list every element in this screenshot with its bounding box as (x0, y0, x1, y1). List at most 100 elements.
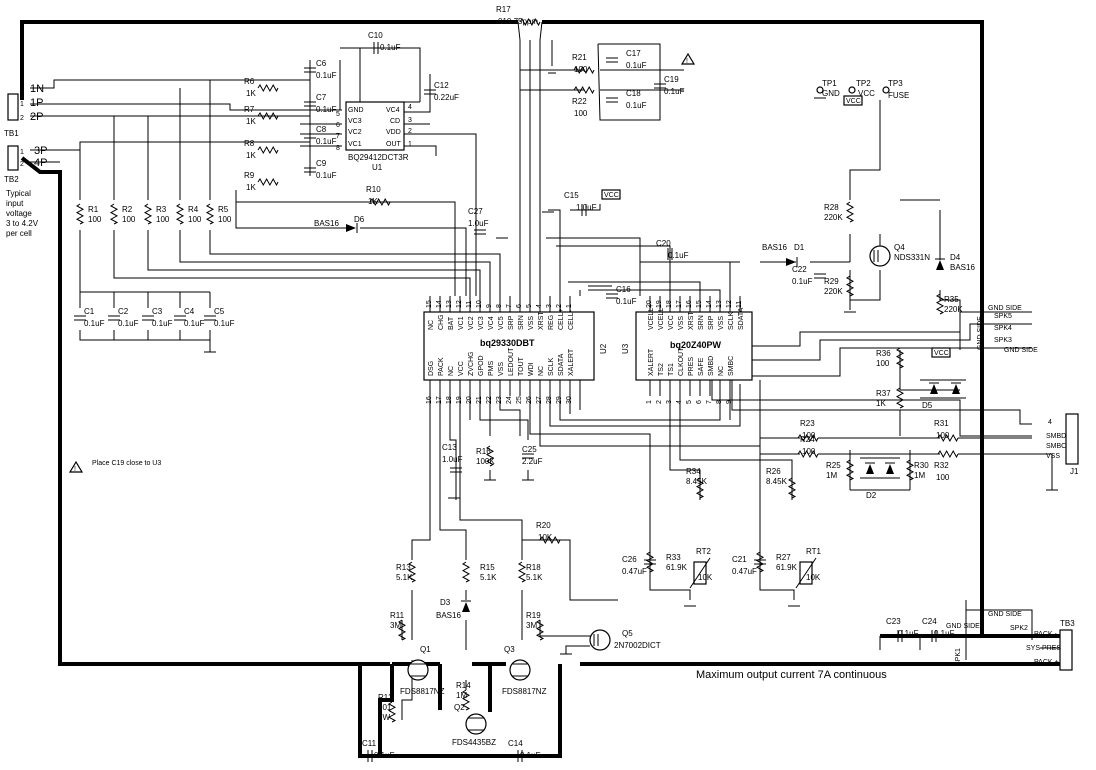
svg-text:1: 1 (20, 149, 24, 156)
diode-d6: BAS16 D6 (314, 215, 365, 233)
resistor-r2-value: 100 (122, 215, 136, 224)
u2top-num-2: 13 (446, 300, 453, 308)
svg-text:SPK3: SPK3 (994, 337, 1012, 344)
resistor-r37-value: 1K (876, 399, 886, 408)
capacitor-c24-value: 0.1uF (934, 629, 955, 638)
svg-text:8: 8 (336, 145, 340, 152)
resistor-r10-value: 1K (368, 197, 378, 206)
u3bot-num-7: 8 (716, 400, 723, 404)
resistor-r34-ref: R34 (686, 467, 701, 476)
u2top-label-6: VC4 (488, 316, 495, 330)
svg-text:VSS: VSS (1046, 453, 1060, 460)
tb1-pin-2p: 2P (30, 111, 43, 123)
svg-text:VCC: VCC (846, 98, 861, 105)
svg-text:CD: CD (390, 118, 400, 125)
svg-text:RT2: RT2 (696, 547, 712, 556)
resistor-r4-ref: R4 (188, 205, 199, 214)
resistor-r26-ref: R26 (766, 467, 781, 476)
svg-text:VCC: VCC (604, 192, 619, 199)
capacitor-c1-ref: C1 (84, 307, 95, 316)
svg-text:VC3: VC3 (348, 118, 362, 125)
capacitor-c15-ref: C15 (564, 191, 579, 200)
u3bot-num-8: 9 (726, 400, 733, 404)
svg-text:SPK1: SPK1 (955, 648, 962, 666)
resistor-r11-ref: R11 (390, 611, 405, 620)
capacitor-c11-value: 0.1uF (374, 751, 395, 760)
svg-text:SPK4: SPK4 (994, 325, 1012, 332)
capacitor-c24-ref: C24 (922, 617, 937, 626)
capacitor-c23-value: 0.1uF (898, 629, 919, 638)
resistor-r29-value: 220K (824, 287, 843, 296)
capacitor-c11-ref: C11 (362, 739, 377, 748)
tb2-ref: TB2 (4, 175, 19, 184)
u2bot-num-3: 19 (456, 396, 463, 404)
svg-text:SPK5: SPK5 (994, 313, 1012, 320)
svg-text:D4: D4 (950, 253, 961, 262)
svg-text:5: 5 (336, 111, 340, 118)
resistor-r3-ref: R3 (156, 205, 167, 214)
diode-d4: D4 BAS16 (935, 253, 975, 272)
svg-text:TP2: TP2 (856, 79, 871, 88)
diode-d5: D5 (920, 379, 966, 410)
svg-text:4: 4 (1048, 419, 1052, 426)
u2-top-pins: NC15CHG14BAT13VC112VC211VC310VC49VC58SRP… (426, 296, 575, 330)
resistor-r16-value: 100K (476, 457, 495, 466)
capacitor-c21-ref: C21 (732, 555, 747, 564)
resistor-r28-ref: R28 (824, 203, 839, 212)
u2bot-num-0: 16 (426, 396, 433, 404)
svg-text:6: 6 (336, 122, 340, 129)
resistor-r31-ref: R31 (934, 419, 949, 428)
u2top-num-8: 7 (506, 304, 513, 308)
svg-text:GND SIDE: GND SIDE (977, 316, 984, 350)
thermistor-rt1: RT1 10K (795, 547, 822, 589)
resistor-r20-value: 10K (538, 533, 553, 542)
resistor-r16-ref: R16 (476, 447, 491, 456)
resistor-r12-rating: 1W (378, 713, 390, 722)
capacitor-c5: C50.1uF (204, 307, 235, 328)
svg-text:TP1: TP1 (822, 79, 837, 88)
svg-text:GND: GND (348, 107, 364, 114)
u2bot-label-4: ZVCHG (468, 352, 475, 377)
svg-text:VCC: VCC (934, 350, 949, 357)
u2top-num-7: 8 (496, 304, 503, 308)
u2bot-num-8: 24 (506, 396, 513, 404)
u1-ref: U1 (372, 163, 383, 172)
resistor-r9-value: 1K (246, 183, 256, 192)
u3-bottom-pins: XALERT1TS22TS13CLKOUT4PRES5SAFE6SMBD7NC8… (646, 347, 735, 404)
u2top-num-12: 3 (546, 304, 553, 308)
resistor-r17-value: 010 75ppm (498, 17, 538, 26)
capacitor-c20-value: 0.1uF (668, 251, 689, 260)
resistor-r12-value: 301 (378, 703, 392, 712)
u2top-num-11: 4 (536, 304, 543, 308)
resistor-r36-ref: R36 (876, 349, 891, 358)
svg-text:FDS8817NZ: FDS8817NZ (502, 687, 547, 696)
u2bot-label-8: LEDOUT (508, 347, 515, 376)
u2top-label-7: VC5 (498, 316, 505, 330)
u2top-label-11: XRST (538, 311, 545, 330)
resistor-r34-value: 8.45K (686, 477, 708, 486)
svg-text:D2: D2 (866, 491, 877, 500)
u2bot-num-6: 22 (486, 396, 493, 404)
u2bot-num-12: 28 (546, 396, 553, 404)
u3bot-label-7: NC (718, 366, 725, 376)
capacitor-c7: C70.1uF (304, 93, 337, 114)
u3top-num-1: 19 (656, 300, 663, 308)
u2top-num-13: 2 (556, 304, 563, 308)
resistor-r27-ref: R27 (776, 553, 791, 562)
u3top-num-3: 17 (676, 300, 683, 308)
u3top-num-0: 20 (646, 300, 653, 308)
svg-text:1: 1 (408, 141, 412, 148)
u2bot-label-7: VSS (498, 362, 505, 376)
u2-part: bq29330DBT (480, 338, 535, 348)
u2-bottom-pins: DSG16PACK17NC18VCC19ZVCHG20GPOD21PMS22VS… (426, 347, 575, 404)
